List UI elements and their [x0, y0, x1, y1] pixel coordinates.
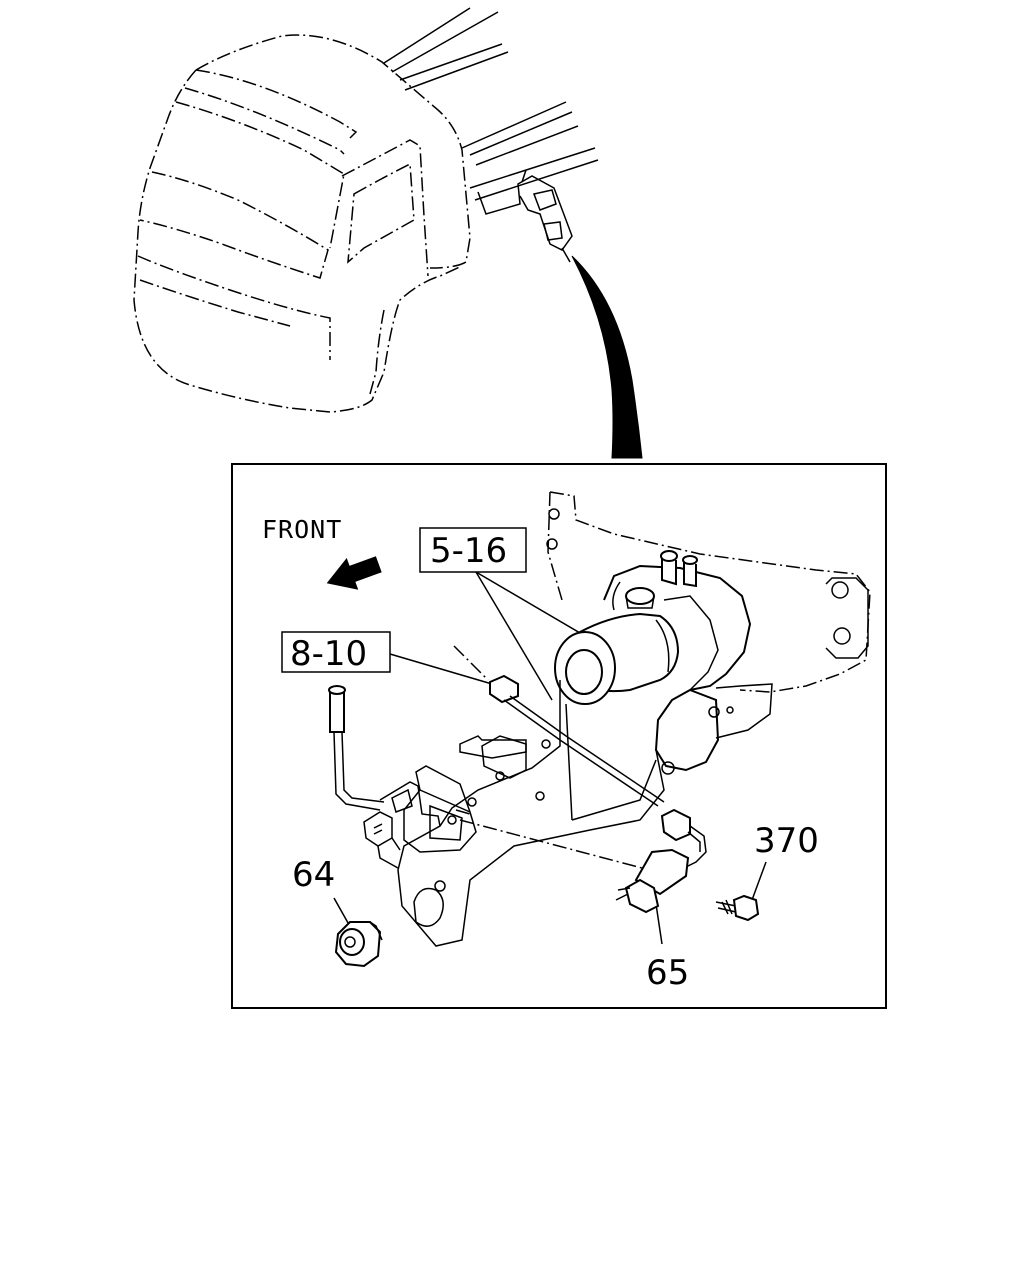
svg-text:8-10: 8-10: [290, 634, 367, 674]
leader-lines: [333, 571, 767, 945]
truck-cab-overview: [133, 7, 599, 413]
detail-frame: [231, 463, 887, 1009]
reference-5-16: 5-16: [419, 527, 527, 573]
callout-pointer: [571, 255, 643, 459]
hydraulic-unit-assembly: [397, 491, 871, 947]
svg-text:5-16: 5-16: [430, 531, 507, 571]
part-label-370: 370: [754, 821, 819, 861]
part-label-65: 65: [646, 953, 689, 993]
switch-assembly: [328, 685, 477, 968]
sensor-harness: [453, 645, 760, 922]
reference-8-10: 8-10: [281, 631, 391, 674]
front-arrow-icon: [326, 556, 382, 590]
part-label-64: 64: [292, 855, 335, 895]
front-label: FRONT: [262, 515, 342, 544]
